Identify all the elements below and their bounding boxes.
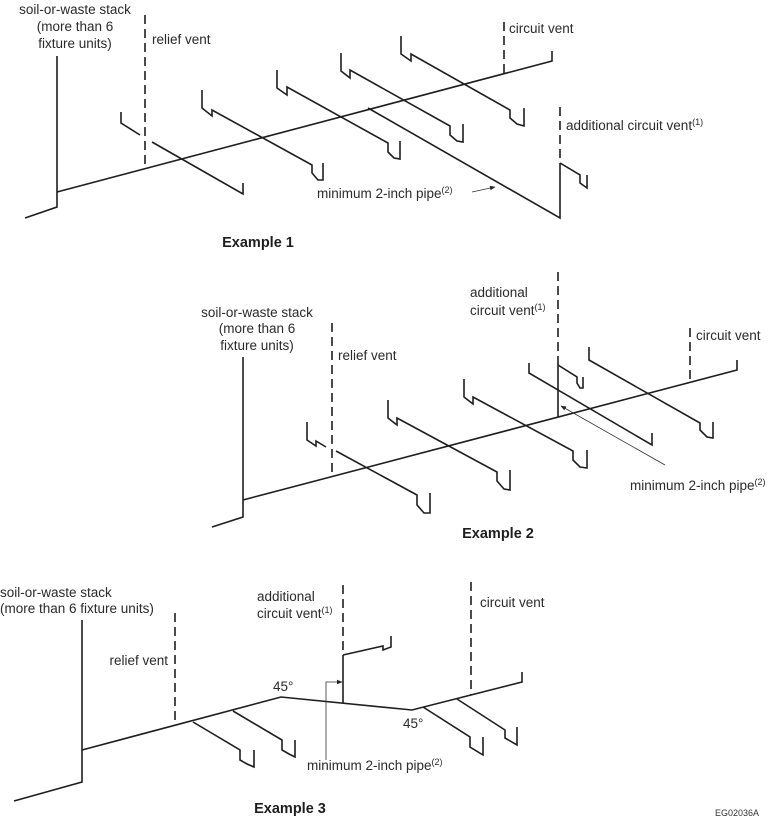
fixture-branch (342, 636, 392, 656)
pointer-arrow (325, 679, 343, 760)
fixture-branch (559, 162, 588, 190)
fixture-branch (232, 710, 296, 759)
fixture-branch (400, 36, 525, 128)
additional-vent-label: circuit vent(1) (470, 302, 546, 318)
relief-vent-label: relief vent (109, 653, 168, 668)
stack-label: fixture units) (38, 36, 112, 51)
circuit-vent-label: circuit vent (509, 21, 574, 36)
example-3: soil-or-waste stack (more than 6 fixture… (0, 582, 545, 817)
horizontal-branch (242, 360, 738, 501)
soil-waste-stack (211, 357, 244, 528)
additional-vent-label: additional (257, 589, 315, 604)
min-pipe-label: minimum 2-inch pipe(2) (317, 185, 453, 201)
fixture-branch (201, 90, 324, 181)
pointer-arrow (471, 185, 496, 193)
pointer-arrow (560, 405, 666, 466)
stack-label: soil-or-waste stack (19, 2, 131, 17)
circuit-vent-label: circuit vent (480, 595, 545, 610)
fixture-branch (120, 112, 244, 196)
horizontal-branch (81, 672, 523, 751)
fixture-branch (387, 400, 511, 491)
fixture-branch (192, 721, 255, 769)
fixture-branch (306, 422, 431, 514)
fixture-branch (340, 53, 464, 143)
example-title: Example 1 (222, 235, 294, 251)
soil-waste-stack (13, 620, 83, 802)
example-1: soil-or-waste stack (more than 6 fixture… (19, 2, 703, 251)
relief-vent-label: relief vent (338, 348, 397, 363)
example-title: Example 3 (254, 801, 326, 817)
fixture-branch (456, 698, 518, 747)
fixture-branch (463, 379, 588, 469)
additional-vent-label: additional circuit vent(1) (566, 117, 703, 133)
stack-label: soil-or-waste stack (201, 305, 313, 320)
min-pipe-label: minimum 2-inch pipe(2) (307, 757, 443, 773)
angle-label: 45° (273, 679, 293, 694)
horizontal-branch (56, 51, 553, 193)
stack-label: (more than 6 (219, 321, 296, 336)
additional-vent-label: circuit vent(1) (257, 605, 333, 621)
fixture-branch (422, 706, 484, 757)
fixture-branch (276, 70, 401, 160)
circuit-vent-label: circuit vent (696, 328, 761, 343)
fixture-branch (557, 364, 584, 389)
fixture-branch (588, 347, 714, 439)
minimum-2-inch-pipe (367, 107, 561, 220)
relief-vent-label: relief vent (152, 32, 211, 47)
fixture-branch (528, 363, 653, 447)
stack-label: soil-or-waste stack (0, 585, 112, 600)
additional-vent-label: additional (470, 285, 528, 300)
figure-code: EG02036A (715, 808, 759, 818)
min-pipe-label: minimum 2-inch pipe(2) (630, 477, 766, 493)
example-2: soil-or-waste stack (more than 6 fixture… (201, 272, 766, 542)
example-title: Example 2 (462, 526, 534, 542)
stack-label: (more than 6 (37, 19, 114, 34)
soil-waste-stack (24, 56, 58, 219)
stack-label: fixture units) (220, 338, 294, 353)
stack-label: (more than 6 fixture units) (0, 601, 154, 616)
angle-label: 45° (403, 716, 423, 731)
